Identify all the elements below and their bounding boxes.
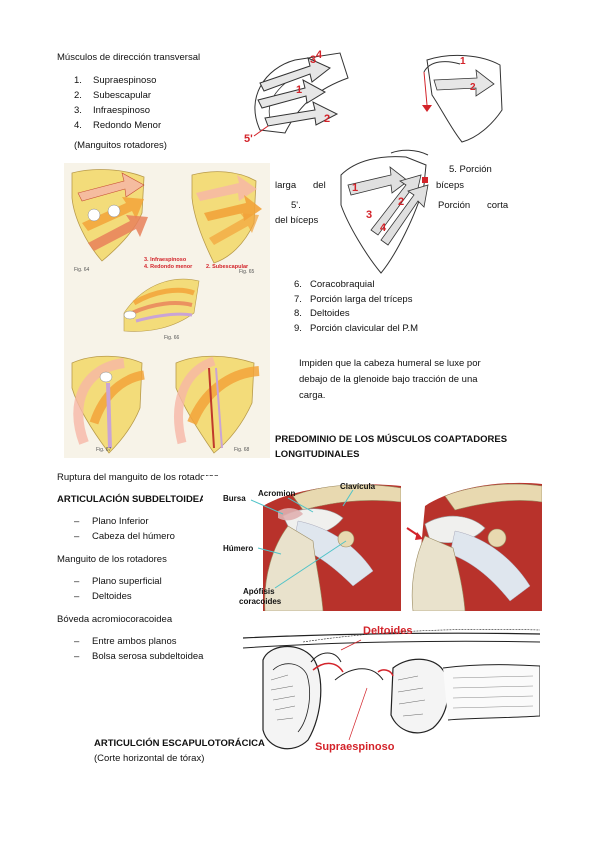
svg-text:Bursa: Bursa	[223, 494, 246, 503]
text-del: del	[313, 180, 326, 191]
horizontal-section-illustration: Deltoides Supraespinoso	[243, 620, 540, 760]
rotator-cuff-rupture-illustration	[405, 476, 542, 611]
fig-64-scapula: Fig. 64	[71, 169, 148, 273]
humeral-head-section	[262, 645, 344, 750]
list-item: 1.Supraespinoso	[74, 75, 157, 86]
svg-text:1: 1	[296, 84, 302, 96]
svg-text:3: 3	[366, 209, 372, 221]
longitudinal-muscles-diagram: 1 2 3 4	[336, 145, 436, 275]
text-porcion-5: 5. Porción	[449, 164, 492, 175]
svg-text:1: 1	[352, 182, 358, 194]
svg-text:Clavícula: Clavícula	[340, 482, 376, 491]
ruptura-label: Ruptura del manguito de los rotadores	[57, 472, 219, 483]
svg-text:5': 5'	[244, 133, 253, 143]
list-item: 3.Infraespinoso	[74, 105, 151, 116]
svg-text:Fig. 66: Fig. 66	[164, 335, 180, 341]
list-item: –Cabeza del húmero	[74, 531, 175, 542]
shoulder-anatomy-illustration: Bursa Acromion Clavícula Húmero Apófisis…	[203, 476, 401, 611]
list-item: –Entre ambos planos	[74, 636, 177, 647]
svg-text:3. Infraespinoso: 3. Infraespinoso	[144, 257, 187, 263]
fig-67-scapula: Fig. 67	[71, 355, 145, 454]
scapula-diagram-small: 1 2	[412, 50, 510, 145]
svg-text:Apófisis: Apófisis	[243, 587, 275, 596]
svg-text:coracoides: coracoides	[239, 597, 282, 606]
svg-text:Fig. 68: Fig. 68	[234, 447, 250, 453]
text-del-biceps: del bíceps	[275, 215, 319, 226]
manguito-label: Manguito de los rotadores	[57, 554, 167, 565]
list-item: 9.Porción clavicular del P.M	[294, 322, 419, 334]
fig-66-shoulder: Fig. 66	[123, 278, 200, 341]
text-corta: corta	[487, 200, 509, 211]
svg-text:2. Subescapular: 2. Subescapular	[206, 264, 249, 270]
heading-coaptadores: PREDOMINIO DE LOS MÚSCULOS COAPTADORES	[275, 434, 508, 445]
section-title-transversal: Músculos de dirección transversal	[57, 52, 201, 63]
list-item: –Plano Inferior	[74, 516, 149, 527]
svg-text:2: 2	[398, 196, 404, 208]
manguitos-note: (Manguitos rotadores)	[74, 140, 167, 151]
escapulotoracica-sub: (Corte horizontal de tórax)	[94, 753, 205, 764]
boveda-label: Bóveda acromiocoracoidea	[57, 614, 173, 625]
svg-text:3: 3	[310, 54, 316, 66]
svg-text:Fig. 64: Fig. 64	[74, 267, 90, 273]
longitudinal-muscle-list: 6.Coracobraquial 7.Porción larga del trí…	[294, 278, 418, 336]
svg-text:1: 1	[460, 56, 466, 67]
joint-section-right	[377, 658, 540, 734]
heading-coaptadores-2: LONGITUDINALES	[275, 449, 360, 460]
list-item: –Plano superficial	[74, 576, 162, 587]
text-larga: larga	[275, 180, 297, 191]
fig-65-scapula: Fig. 65	[191, 171, 262, 275]
svg-text:4. Redondo menor: 4. Redondo menor	[144, 264, 193, 270]
text-porcion: Porción	[438, 200, 471, 211]
svg-text:Fig. 65: Fig. 65	[239, 269, 255, 275]
list-item: –Deltoides	[74, 591, 132, 602]
paragraph-line-1: Impiden que la cabeza humeral se luxe po…	[299, 358, 481, 369]
list-item: 4.Redondo Menor	[74, 120, 162, 131]
svg-text:2: 2	[470, 82, 476, 93]
svg-text:4: 4	[316, 49, 323, 61]
svg-text:4: 4	[380, 222, 387, 234]
paragraph-line-3: carga.	[299, 390, 326, 401]
list-item: –Bolsa serosa subdeltoidea	[74, 651, 204, 662]
svg-text:2: 2	[324, 113, 330, 125]
transversal-muscle-list: 1.Supraespinoso 2.Subescapular 3.Infraes…	[74, 73, 161, 133]
svg-text:Deltoides: Deltoides	[363, 625, 413, 637]
text-biceps: bíceps	[436, 180, 464, 191]
list-item: 7.Porción larga del tríceps	[294, 293, 413, 305]
list-item: 6.Coracobraquial	[294, 279, 375, 290]
svg-text:Supraespinoso: Supraespinoso	[315, 741, 395, 753]
heading-subdeltoidea: ARTICULACIÓN SUBDELTOIDEA	[57, 494, 207, 505]
svg-text:Húmero: Húmero	[223, 544, 253, 553]
list-item: 8.Deltoides	[294, 308, 350, 319]
heading-escapulotoracica: ARTICULCIÓN ESCAPULOTORÁCICA	[94, 738, 265, 749]
fig-68-scapula: Fig. 68	[174, 355, 260, 454]
list-item: 2.Subescapular	[74, 90, 152, 101]
svg-text:Acromion: Acromion	[258, 489, 295, 498]
rotator-cuff-textbook-figures: Fig. 64 Fig. 65 3. Infraespinoso 4. Redo…	[64, 163, 270, 458]
paragraph-line-2: debajo de la glenoide bajo tracción de u…	[299, 374, 478, 385]
text-5-prime: 5'.	[291, 200, 301, 211]
rotator-cuff-arrow-diagram: 3 4 1 2 5'	[240, 48, 355, 143]
svg-text:Fig. 67: Fig. 67	[96, 447, 112, 453]
